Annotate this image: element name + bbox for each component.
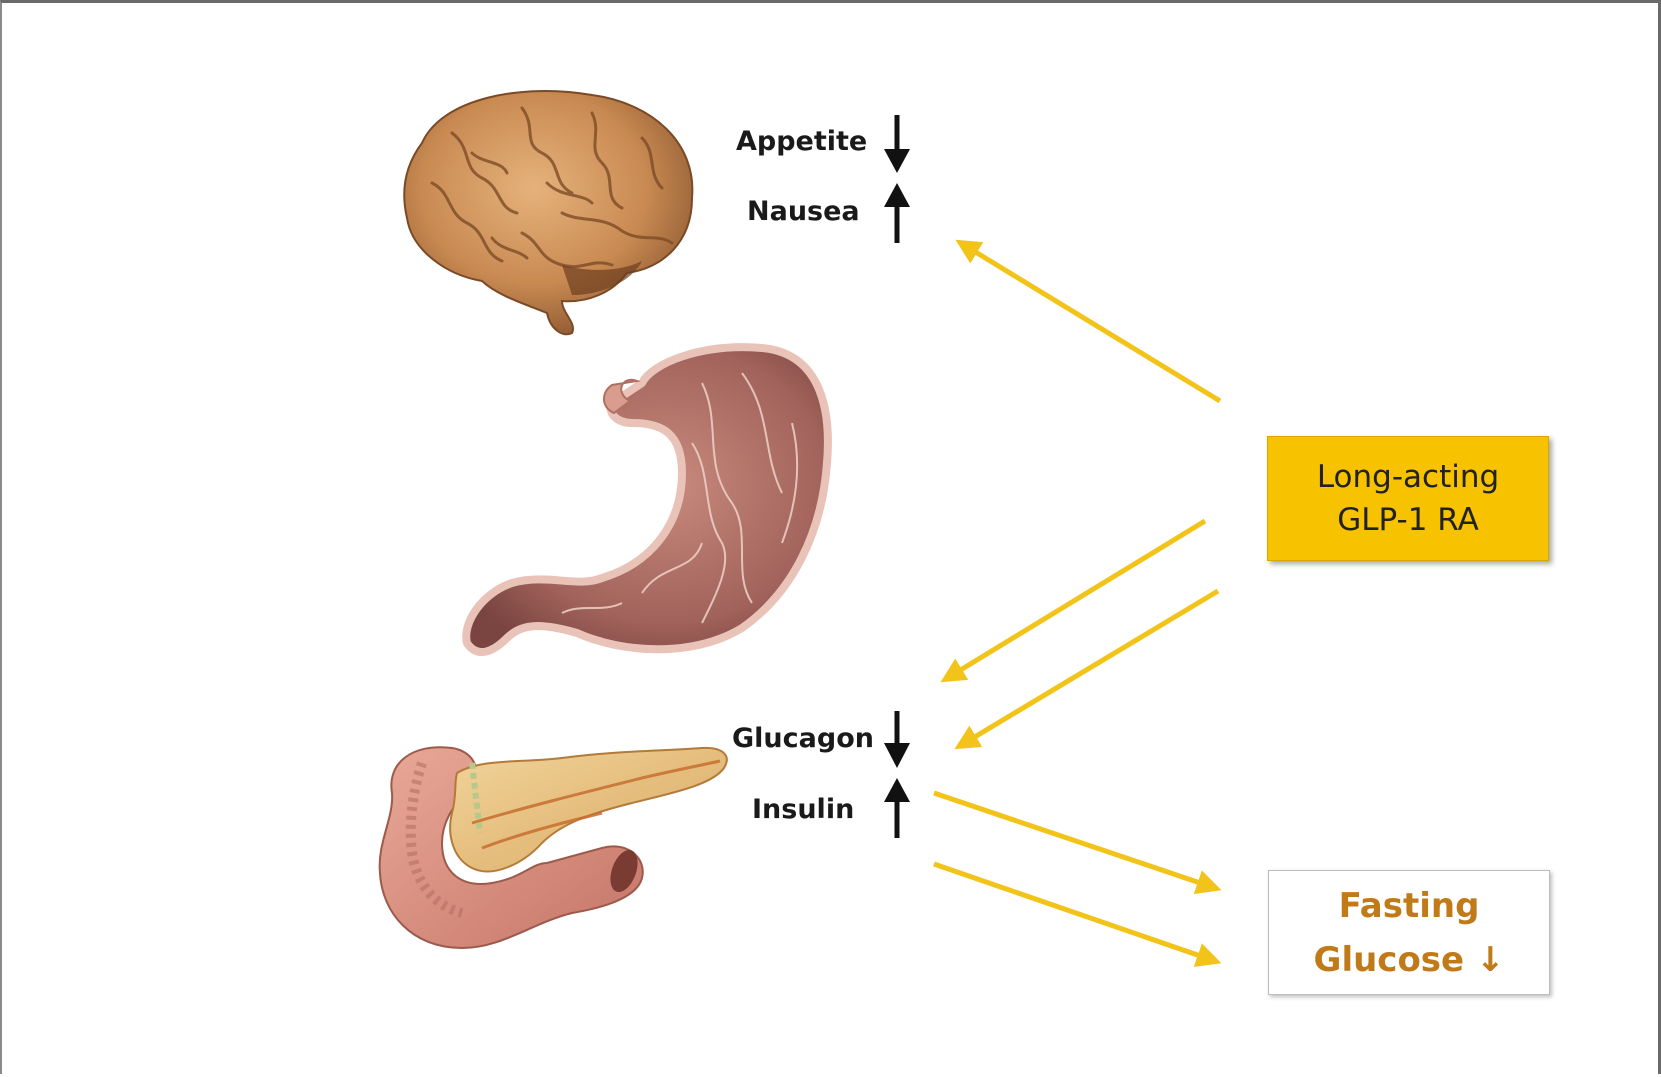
outcome-label-line2-row: Glucose ↓ [1314,933,1505,987]
effect-label-insulin: Insulin [752,794,854,825]
outcome-box: Fasting Glucose ↓ [1268,870,1550,995]
arrow-to-glucagon-upper [949,521,1205,677]
pancreas-illustration [380,747,727,948]
down-arrow-icon [884,711,910,768]
up-arrow-icon [884,183,910,243]
down-arrow-icon: ↓ [1476,940,1505,980]
stomach-illustration [466,347,828,652]
brain-illustration [404,91,692,334]
effect-label-nausea: Nausea [747,196,860,227]
effect-arrows [884,115,910,838]
down-arrow-icon [884,115,910,173]
arrow-insulin-to-glucose-lower [934,864,1212,960]
drug-label-line1: Long-acting [1317,456,1499,499]
up-arrow-icon [884,778,910,838]
effect-label-appetite: Appetite [736,126,867,157]
outcome-label-line1: Fasting [1339,879,1480,933]
arrow-to-glucagon-lower [963,591,1218,744]
arrow-insulin-to-glucose-upper [934,793,1212,887]
effect-label-glucagon: Glucagon [732,723,874,754]
drug-box: Long-acting GLP-1 RA [1267,436,1549,561]
connector-arrows [934,245,1220,960]
drug-label-line2: GLP-1 RA [1337,499,1479,542]
outcome-label-line2: Glucose [1314,940,1465,980]
arrow-to-brain [964,245,1220,401]
